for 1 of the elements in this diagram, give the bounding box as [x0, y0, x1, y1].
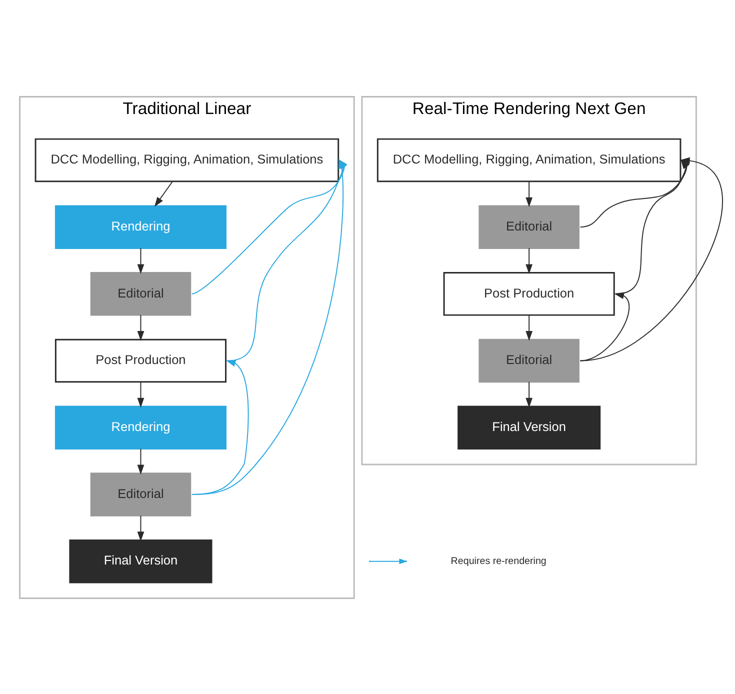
legend-label: Requires re-rendering: [450, 555, 546, 566]
